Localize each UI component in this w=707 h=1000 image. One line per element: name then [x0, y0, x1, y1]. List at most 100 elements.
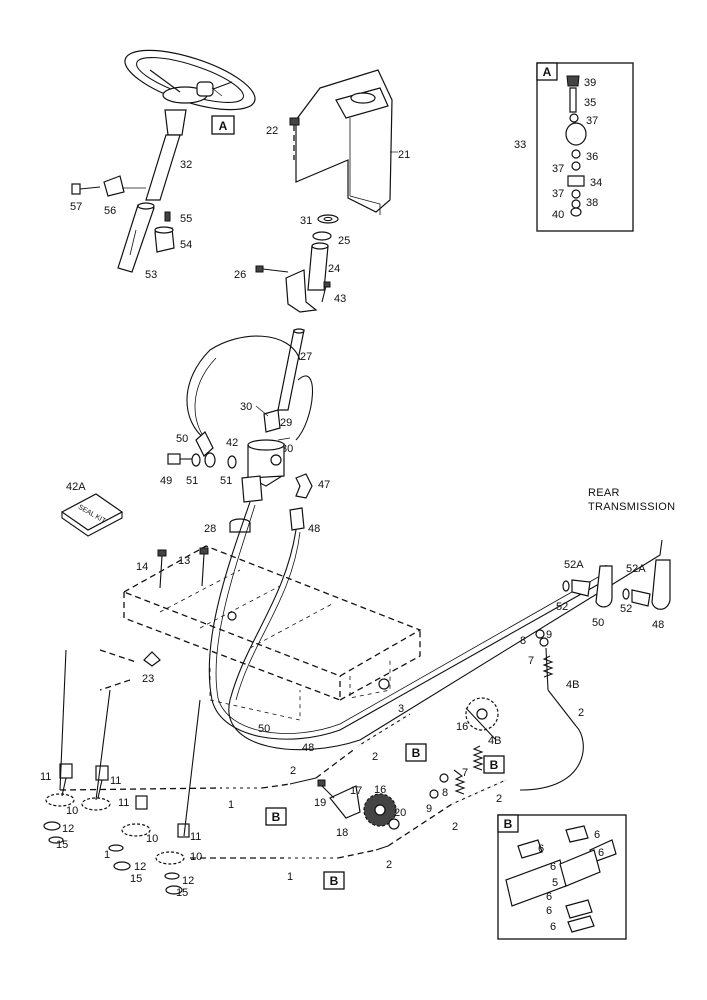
- label-32: 32: [180, 159, 192, 171]
- label-15-d: 15: [176, 887, 188, 899]
- label-20: 20: [394, 807, 406, 819]
- label-6-b5: 6: [546, 891, 552, 903]
- label-51-left: 51: [186, 475, 198, 487]
- label-29: 29: [280, 417, 292, 429]
- label-8-lower: 8: [442, 787, 448, 799]
- hydraulic-hose-50: [186, 335, 301, 457]
- label-12-d: 12: [182, 875, 194, 887]
- detail-box-B: B: [497, 814, 627, 940]
- label-17: 17: [350, 785, 362, 797]
- seal-kit-box-42A: SEAL KIT: [60, 493, 124, 537]
- callout-box-B-2: B: [483, 755, 505, 774]
- label-19: 19: [314, 797, 326, 809]
- label-33: 33: [514, 139, 526, 151]
- spindle-center: [108, 795, 151, 871]
- label-39: 39: [584, 77, 596, 89]
- label-31: 31: [300, 215, 312, 227]
- label-27: 27: [300, 351, 312, 363]
- steering-wheel: [124, 49, 256, 111]
- callout-letter-b-3: B: [272, 810, 281, 824]
- label-25: 25: [338, 235, 350, 247]
- label-22: 22: [266, 125, 278, 137]
- label-52-right: 52: [620, 603, 632, 615]
- label-2-left: 2: [290, 765, 296, 777]
- chain-bottom: [284, 845, 389, 859]
- label-42: 42: [226, 437, 238, 449]
- bushing-25: [312, 231, 332, 241]
- label-9-lower: 9: [426, 803, 432, 815]
- label-4B-upper: 4B: [566, 679, 579, 691]
- clamp-56: [103, 175, 125, 197]
- spring-4B: [472, 745, 484, 771]
- label-2-mid: 2: [372, 751, 378, 763]
- label-24: 24: [328, 263, 340, 275]
- elbow-47: [295, 473, 313, 499]
- label-28: 28: [204, 523, 216, 535]
- label-57: 57: [70, 201, 82, 213]
- label-1-bottom: 1: [287, 871, 293, 883]
- chain-2-left: [222, 777, 317, 789]
- fitting-48: [289, 507, 305, 531]
- label-16-upper: 16: [456, 721, 468, 733]
- label-2-right: 2: [578, 707, 584, 719]
- spring-7-upper: [535, 629, 577, 727]
- label-13: 13: [178, 555, 190, 567]
- label-43: 43: [334, 293, 346, 305]
- label-53: 53: [145, 269, 157, 281]
- label-52-left: 52: [556, 601, 568, 613]
- label-37-c: 37: [552, 188, 564, 200]
- label-37-b: 37: [552, 163, 564, 175]
- bolt-13: [199, 547, 209, 587]
- column-tube-24: [307, 242, 329, 291]
- label-18: 18: [336, 827, 348, 839]
- chain-2-right: [451, 779, 507, 805]
- collar-54: [154, 226, 175, 253]
- label-48-rear: 48: [652, 619, 664, 631]
- spindle-left-front: [43, 763, 75, 844]
- label-2-lower-right: 2: [452, 821, 458, 833]
- steering-valve-42: [241, 439, 285, 503]
- oring-51-right: [227, 455, 237, 469]
- bracket-24: [285, 269, 318, 313]
- callout-letter-b-4: B: [330, 874, 339, 888]
- label-11-a: 11: [40, 771, 51, 783]
- label-54: 54: [180, 239, 192, 251]
- label-3: 3: [398, 703, 404, 715]
- label-5: 5: [552, 877, 558, 889]
- label-48: 48: [308, 523, 320, 535]
- label-52A-right: 52A: [626, 563, 646, 575]
- spring-7-lower: [429, 769, 466, 799]
- rear-hose-50-end: [595, 565, 613, 608]
- label-23: 23: [142, 673, 154, 685]
- label-12-c: 12: [134, 861, 146, 873]
- label-49: 49: [160, 475, 172, 487]
- label-6-b3: 6: [598, 847, 604, 859]
- label-9-upper: 9: [546, 629, 552, 641]
- sprocket-16-upper: [465, 697, 499, 741]
- label-7-lower: 7: [462, 767, 468, 779]
- label-6-b4: 6: [550, 861, 556, 873]
- steering-shaft-32: [145, 109, 187, 201]
- fitting-52-left: [562, 579, 591, 597]
- callout-letter-b-1: B: [412, 746, 421, 760]
- detail-box-A: A: [536, 62, 634, 232]
- label-1-c: 1: [104, 849, 110, 861]
- label-4B: 4B: [488, 735, 501, 747]
- label-26: 26: [234, 269, 246, 281]
- label-15-a: 15: [56, 839, 68, 851]
- label-10-c: 10: [146, 833, 158, 845]
- rear-transmission-line1: REAR: [588, 487, 620, 499]
- bolt-22: [289, 117, 300, 160]
- bolt-57: [71, 183, 101, 195]
- fitting-52-right: [622, 588, 651, 607]
- bolt-19: [317, 779, 335, 799]
- bolt-43: [321, 281, 331, 303]
- label-35: 35: [584, 97, 596, 109]
- sprocket-16-lower: [363, 793, 397, 827]
- label-11-c: 11: [118, 797, 129, 809]
- chain-3: [357, 713, 411, 747]
- callout-box-B-3: B: [265, 807, 287, 826]
- detail-b-letter: B: [504, 817, 513, 831]
- label-11-b: 11: [110, 775, 121, 787]
- label-50-upper: 50: [176, 433, 188, 445]
